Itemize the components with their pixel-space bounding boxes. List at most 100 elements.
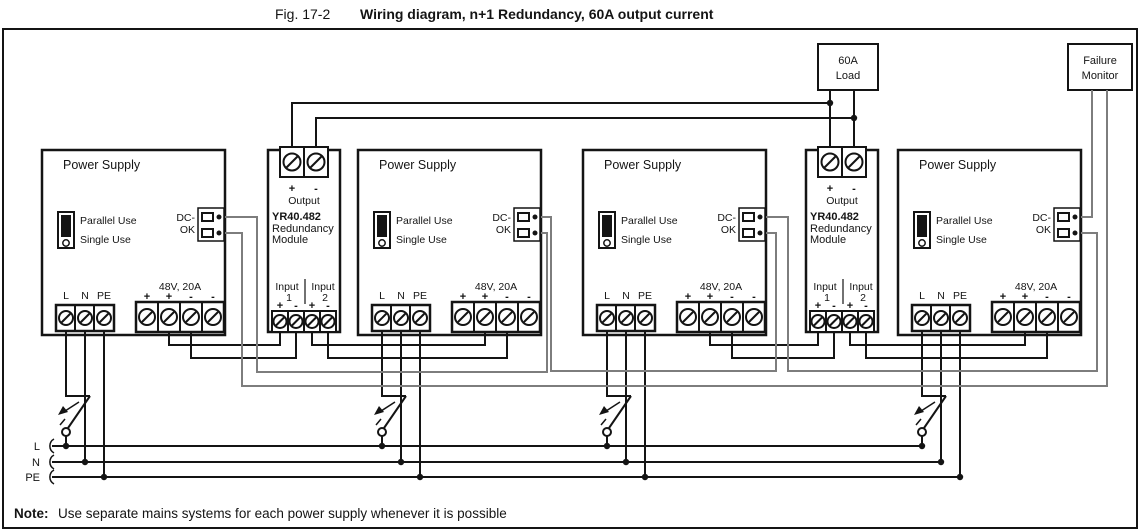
screw-terminal-icon xyxy=(306,152,326,172)
mains-terminal-strip xyxy=(54,303,116,333)
ps4-minus-to-rm2-in2-wire xyxy=(865,331,1048,359)
screw-terminal-icon xyxy=(723,308,741,326)
input-plus-sign: + xyxy=(277,300,283,312)
input2-number: 2 xyxy=(860,292,866,304)
dc-ok-label-2: OK xyxy=(721,224,736,236)
n-terminal-label: N xyxy=(81,290,89,302)
dc-rating-label: 48V, 20A xyxy=(475,281,517,293)
plus-sign: + xyxy=(460,291,466,303)
screw-terminal-icon xyxy=(826,314,842,329)
plus-sign: + xyxy=(1000,291,1006,303)
failure-monitor-label-1: Failure xyxy=(1083,55,1117,67)
screw-terminal-icon xyxy=(160,308,178,326)
power-supply-3: Power Supply Parallel Use Single Use DC-… xyxy=(581,148,768,481)
parallel-use-label: Parallel Use xyxy=(396,215,453,227)
breaker-switch-icon xyxy=(914,331,947,446)
output-minus-sign: - xyxy=(314,183,318,195)
mains-bus: L N PE xyxy=(25,438,960,485)
figure-title: Wiring diagram, n+1 Redundancy, 60A outp… xyxy=(360,6,714,22)
dc-ok-label-2: OK xyxy=(496,224,511,236)
junction-dot xyxy=(850,114,858,122)
ps1-minus-to-rm1-in1-wire xyxy=(190,331,297,359)
input1-label: Input xyxy=(813,281,836,293)
bus-connector-icon xyxy=(49,438,55,454)
screw-terminal-icon xyxy=(1038,308,1056,326)
dc-ok-contact-icon xyxy=(513,207,541,242)
screw-terminal-icon xyxy=(1060,308,1078,326)
bus-l-label: L xyxy=(34,441,40,453)
diagram-frame xyxy=(2,28,1138,529)
n-terminal-label: N xyxy=(622,290,630,302)
screw-terminal-icon xyxy=(1016,308,1034,326)
screw-terminal-icon xyxy=(320,314,336,329)
single-use-label: Single Use xyxy=(396,234,447,246)
dc-ok-label-2: OK xyxy=(180,224,195,236)
parallel-single-switch-icon xyxy=(57,211,75,249)
input1-number: 1 xyxy=(824,292,830,304)
minus-sign: - xyxy=(730,291,734,303)
dc-ok-contact-icon xyxy=(738,207,766,242)
l-terminal-label: L xyxy=(379,290,385,302)
input2-label: Input xyxy=(311,281,334,293)
input1-number: 1 xyxy=(286,292,292,304)
output-label: Output xyxy=(826,195,858,207)
input-terminal-strip xyxy=(271,310,337,333)
module-model: YR40.482 xyxy=(810,211,859,223)
input-plus-sign: + xyxy=(309,300,315,312)
screw-terminal-icon xyxy=(599,310,615,326)
single-use-label: Single Use xyxy=(936,234,987,246)
screw-terminal-icon xyxy=(520,308,538,326)
input-plus-sign: + xyxy=(815,300,821,312)
monitor-to-ps4-signal-wire xyxy=(1081,90,1093,218)
load-label-1: 60A xyxy=(838,55,858,67)
dc-ok-label-2: OK xyxy=(1036,224,1051,236)
figure-number: Fig. 17-2 xyxy=(275,6,330,22)
dc-ok-contact-icon xyxy=(1053,207,1081,242)
screw-terminal-icon xyxy=(58,310,74,326)
l-terminal-label: L xyxy=(63,290,69,302)
screw-terminal-icon xyxy=(204,308,222,326)
n-terminal-label: N xyxy=(397,290,405,302)
redundancy-module-2: + - Output YR40.482 Redundancy Module In… xyxy=(804,146,880,334)
breaker-switch-icon xyxy=(58,331,91,446)
dc-ok-signal-wiring xyxy=(225,90,1108,387)
ps3-plus-to-rm2-in1-wire xyxy=(709,331,819,346)
ps2-minus-to-rm1-in2-wire xyxy=(327,331,508,359)
single-use-label: Single Use xyxy=(621,234,672,246)
plus-sign: + xyxy=(166,291,172,303)
dc-terminal-strip xyxy=(450,300,542,334)
failure-monitor-box: Failure Monitor xyxy=(1067,43,1133,91)
parallel-single-switch-icon xyxy=(598,211,616,249)
screw-terminal-icon xyxy=(282,152,302,172)
pe-terminal-label: PE xyxy=(638,290,652,302)
screw-terminal-icon xyxy=(952,310,968,326)
power-supply-title: Power Supply xyxy=(379,158,457,172)
parallel-single-switch-icon xyxy=(913,211,931,249)
power-supply-title: Power Supply xyxy=(604,158,682,172)
dc-rating-label: 48V, 20A xyxy=(159,281,201,293)
module-name-1: Redundancy xyxy=(810,223,872,235)
output-minus-sign: - xyxy=(852,183,856,195)
screw-terminal-icon xyxy=(842,314,858,329)
mains-terminal-strip xyxy=(910,303,972,333)
input-minus-sign: - xyxy=(864,300,868,312)
breaker-switch-icon xyxy=(374,331,407,446)
power-supply-title: Power Supply xyxy=(63,158,141,172)
n-terminal-label: N xyxy=(937,290,945,302)
output-plus-sign: + xyxy=(827,183,833,195)
screw-terminal-icon xyxy=(454,308,472,326)
input2-label: Input xyxy=(849,281,872,293)
minus-sign: - xyxy=(527,291,531,303)
mains-terminal-strip xyxy=(370,303,432,333)
input1-label: Input xyxy=(275,281,298,293)
dc-terminal-strip xyxy=(990,300,1082,334)
bus-connector-icon xyxy=(49,469,55,485)
output-plus-sign: + xyxy=(289,183,295,195)
screw-terminal-icon xyxy=(393,310,409,326)
input-plus-sign: + xyxy=(847,300,853,312)
bus-pe-label: PE xyxy=(25,472,40,484)
dc-ok-contact-icon xyxy=(197,207,225,242)
ps4-plus-to-rm2-in2-wire xyxy=(849,331,1026,346)
load-label-2: Load xyxy=(836,70,860,82)
ps4-to-ps3-signal-wire xyxy=(766,216,1098,372)
